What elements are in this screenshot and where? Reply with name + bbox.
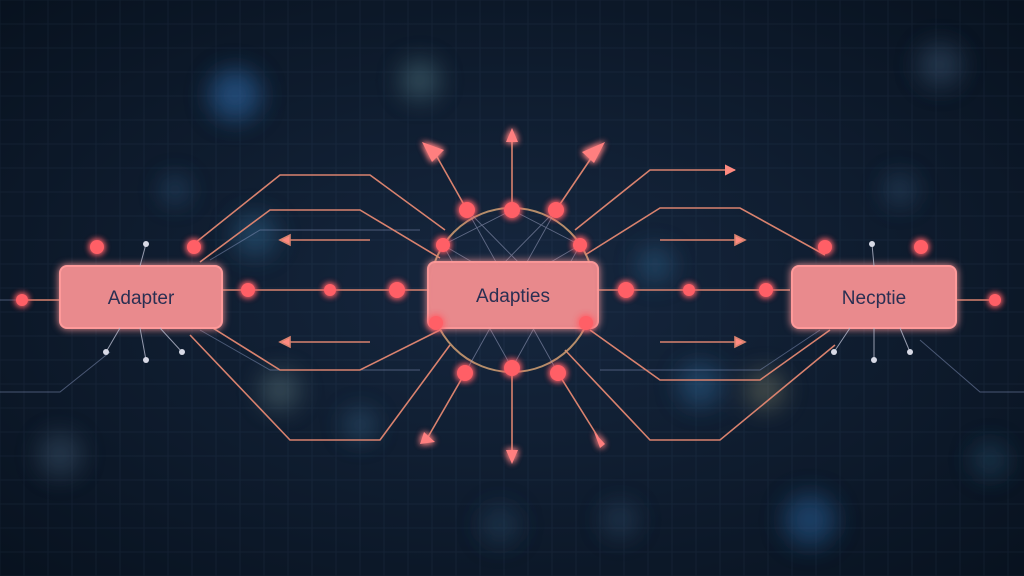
bokeh-light bbox=[918, 43, 962, 87]
node-left-label: Adapter bbox=[108, 288, 175, 309]
arrow-right-icon bbox=[660, 233, 747, 349]
bokeh-light bbox=[400, 60, 440, 100]
faint-edges bbox=[0, 229, 1024, 393]
bokeh-light bbox=[38, 433, 82, 477]
bokeh-light bbox=[637, 247, 673, 283]
bokeh-light bbox=[480, 505, 520, 545]
node-dots bbox=[16, 202, 1001, 381]
arrow-up-icon bbox=[422, 128, 605, 163]
bokeh-light bbox=[972, 442, 1008, 478]
bokeh-light bbox=[678, 363, 722, 407]
arrow-left-icon bbox=[278, 233, 370, 349]
grey-dots bbox=[103, 241, 913, 363]
bokeh-light bbox=[884, 174, 916, 206]
bokeh-light bbox=[209, 69, 261, 121]
bokeh-light bbox=[260, 370, 300, 410]
node-right-label: Necptie bbox=[842, 288, 906, 309]
node-left bbox=[59, 265, 223, 329]
arrow-down-icon bbox=[420, 432, 605, 464]
bokeh-light bbox=[161, 176, 189, 204]
side-fan bbox=[105, 243, 911, 361]
bokeh-light bbox=[784, 494, 836, 546]
node-center-label: Adapties bbox=[476, 286, 550, 307]
bokeh-light bbox=[344, 409, 376, 441]
bokeh-light bbox=[233, 213, 277, 257]
bokeh-light bbox=[602, 502, 638, 538]
node-center bbox=[427, 261, 599, 329]
